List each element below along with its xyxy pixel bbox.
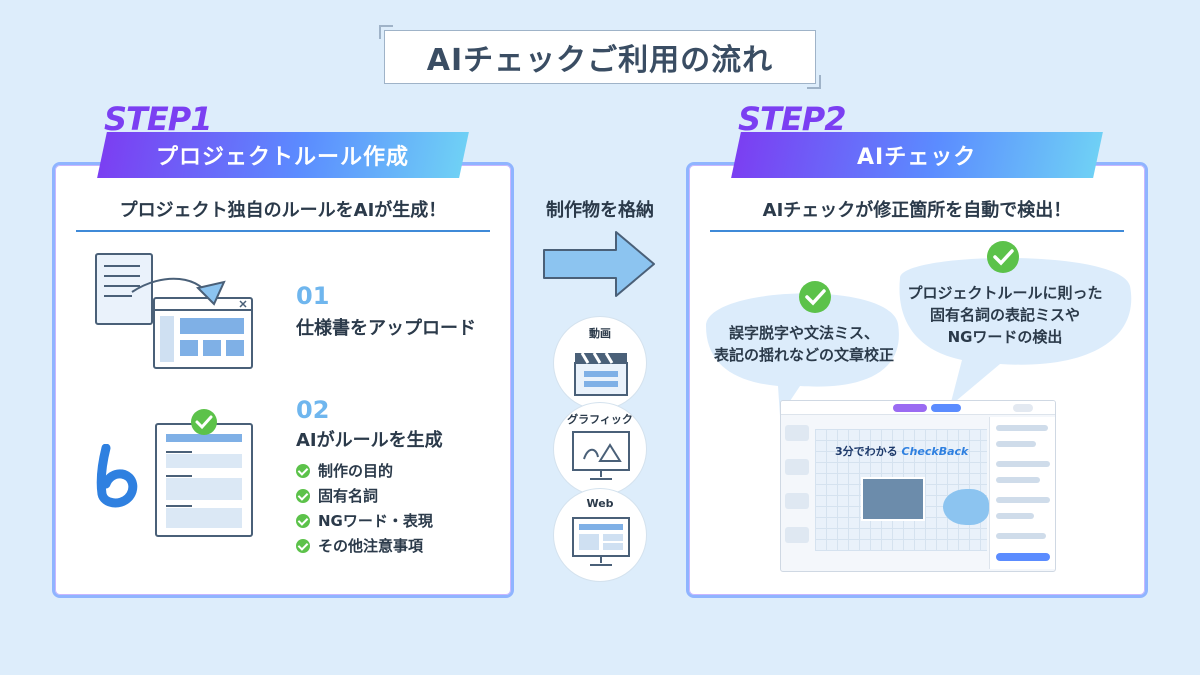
web-monitor-icon xyxy=(572,517,630,566)
check-icon xyxy=(987,241,1019,273)
step1-item2-heading: AIがルールを生成 xyxy=(296,430,443,451)
step1-item1-heading: 仕様書をアップロード xyxy=(296,318,476,339)
list-item: NGワード・表現 xyxy=(296,508,433,533)
step2-label: STEP2 xyxy=(738,100,846,138)
step1-subtitle: プロジェクト独自のルールをAIが生成！ xyxy=(119,200,447,221)
check-icon xyxy=(296,538,310,553)
list-item: 制作の目的 xyxy=(296,458,433,483)
comment-panel xyxy=(989,417,1055,569)
bubble-rule-check-text: プロジェクトルールに則った 固有名詞の表記ミスや NGワードの検出 xyxy=(907,284,1103,346)
step1-card xyxy=(52,162,514,598)
document-upload-icon xyxy=(95,253,253,369)
speech-bubbles xyxy=(706,257,1132,416)
step1-banner-text: プロジェクトルール作成 xyxy=(156,145,410,170)
step2-subtitle: AIチェックが修正箇所を自動で検出！ xyxy=(762,200,1072,221)
rule-document-icon xyxy=(155,409,253,537)
app-screenshot: 3分でわかる CheckBack xyxy=(780,400,1056,572)
right-arrow-icon xyxy=(543,231,655,297)
media-label: Web xyxy=(586,497,614,510)
check-icon xyxy=(296,463,310,478)
step1-item2-number: 02 xyxy=(296,396,330,424)
clapperboard-icon xyxy=(574,352,628,396)
bubble-proofreading-text: 誤字脱字や文法ミス、 表記の揺れなどの文章校正 xyxy=(713,324,894,364)
media-label: 動画 xyxy=(589,327,611,340)
svg-text:c: c xyxy=(111,481,120,500)
app-toolbar xyxy=(781,401,1055,415)
step1-divider xyxy=(76,230,490,232)
media-web-circle: Web xyxy=(553,488,647,582)
media-video-circle: 動画 xyxy=(553,316,647,410)
step1-label: STEP1 xyxy=(104,100,212,138)
preview-brand: CheckBack xyxy=(901,445,969,458)
step2-banner: AIチェック xyxy=(731,132,1103,178)
title-corner-decoration xyxy=(807,75,821,89)
list-item: 固有名詞 xyxy=(296,483,433,508)
step1-item1-number: 01 xyxy=(296,282,330,310)
media-label: グラフィック xyxy=(567,413,633,426)
title-corner-decoration xyxy=(379,25,393,39)
list-item: その他注意事項 xyxy=(296,533,433,558)
graphic-monitor-icon xyxy=(572,431,630,480)
thumbnail-column xyxy=(785,419,811,567)
page-title-box: AIチェックご利用の流れ xyxy=(379,25,821,89)
page-title: AIチェックご利用の流れ xyxy=(426,43,774,78)
preview-canvas: 3分でわかる CheckBack xyxy=(815,429,989,551)
check-icon xyxy=(799,281,831,313)
step1-rule-list: 制作の目的 固有名詞 NGワード・表現 その他注意事項 xyxy=(296,458,433,558)
step2-banner-text: AIチェック xyxy=(857,145,977,170)
step2-divider xyxy=(710,230,1124,232)
preview-title: 3分でわかる CheckBack xyxy=(835,445,969,458)
check-icon xyxy=(296,513,310,528)
check-icon xyxy=(296,488,310,503)
media-graphic-circle: グラフィック xyxy=(553,402,647,496)
step1-banner: プロジェクトルール作成 xyxy=(97,132,469,178)
checkback-logo-icon: c xyxy=(96,444,138,508)
store-artifacts-label: 制作物を格納 xyxy=(546,200,654,221)
